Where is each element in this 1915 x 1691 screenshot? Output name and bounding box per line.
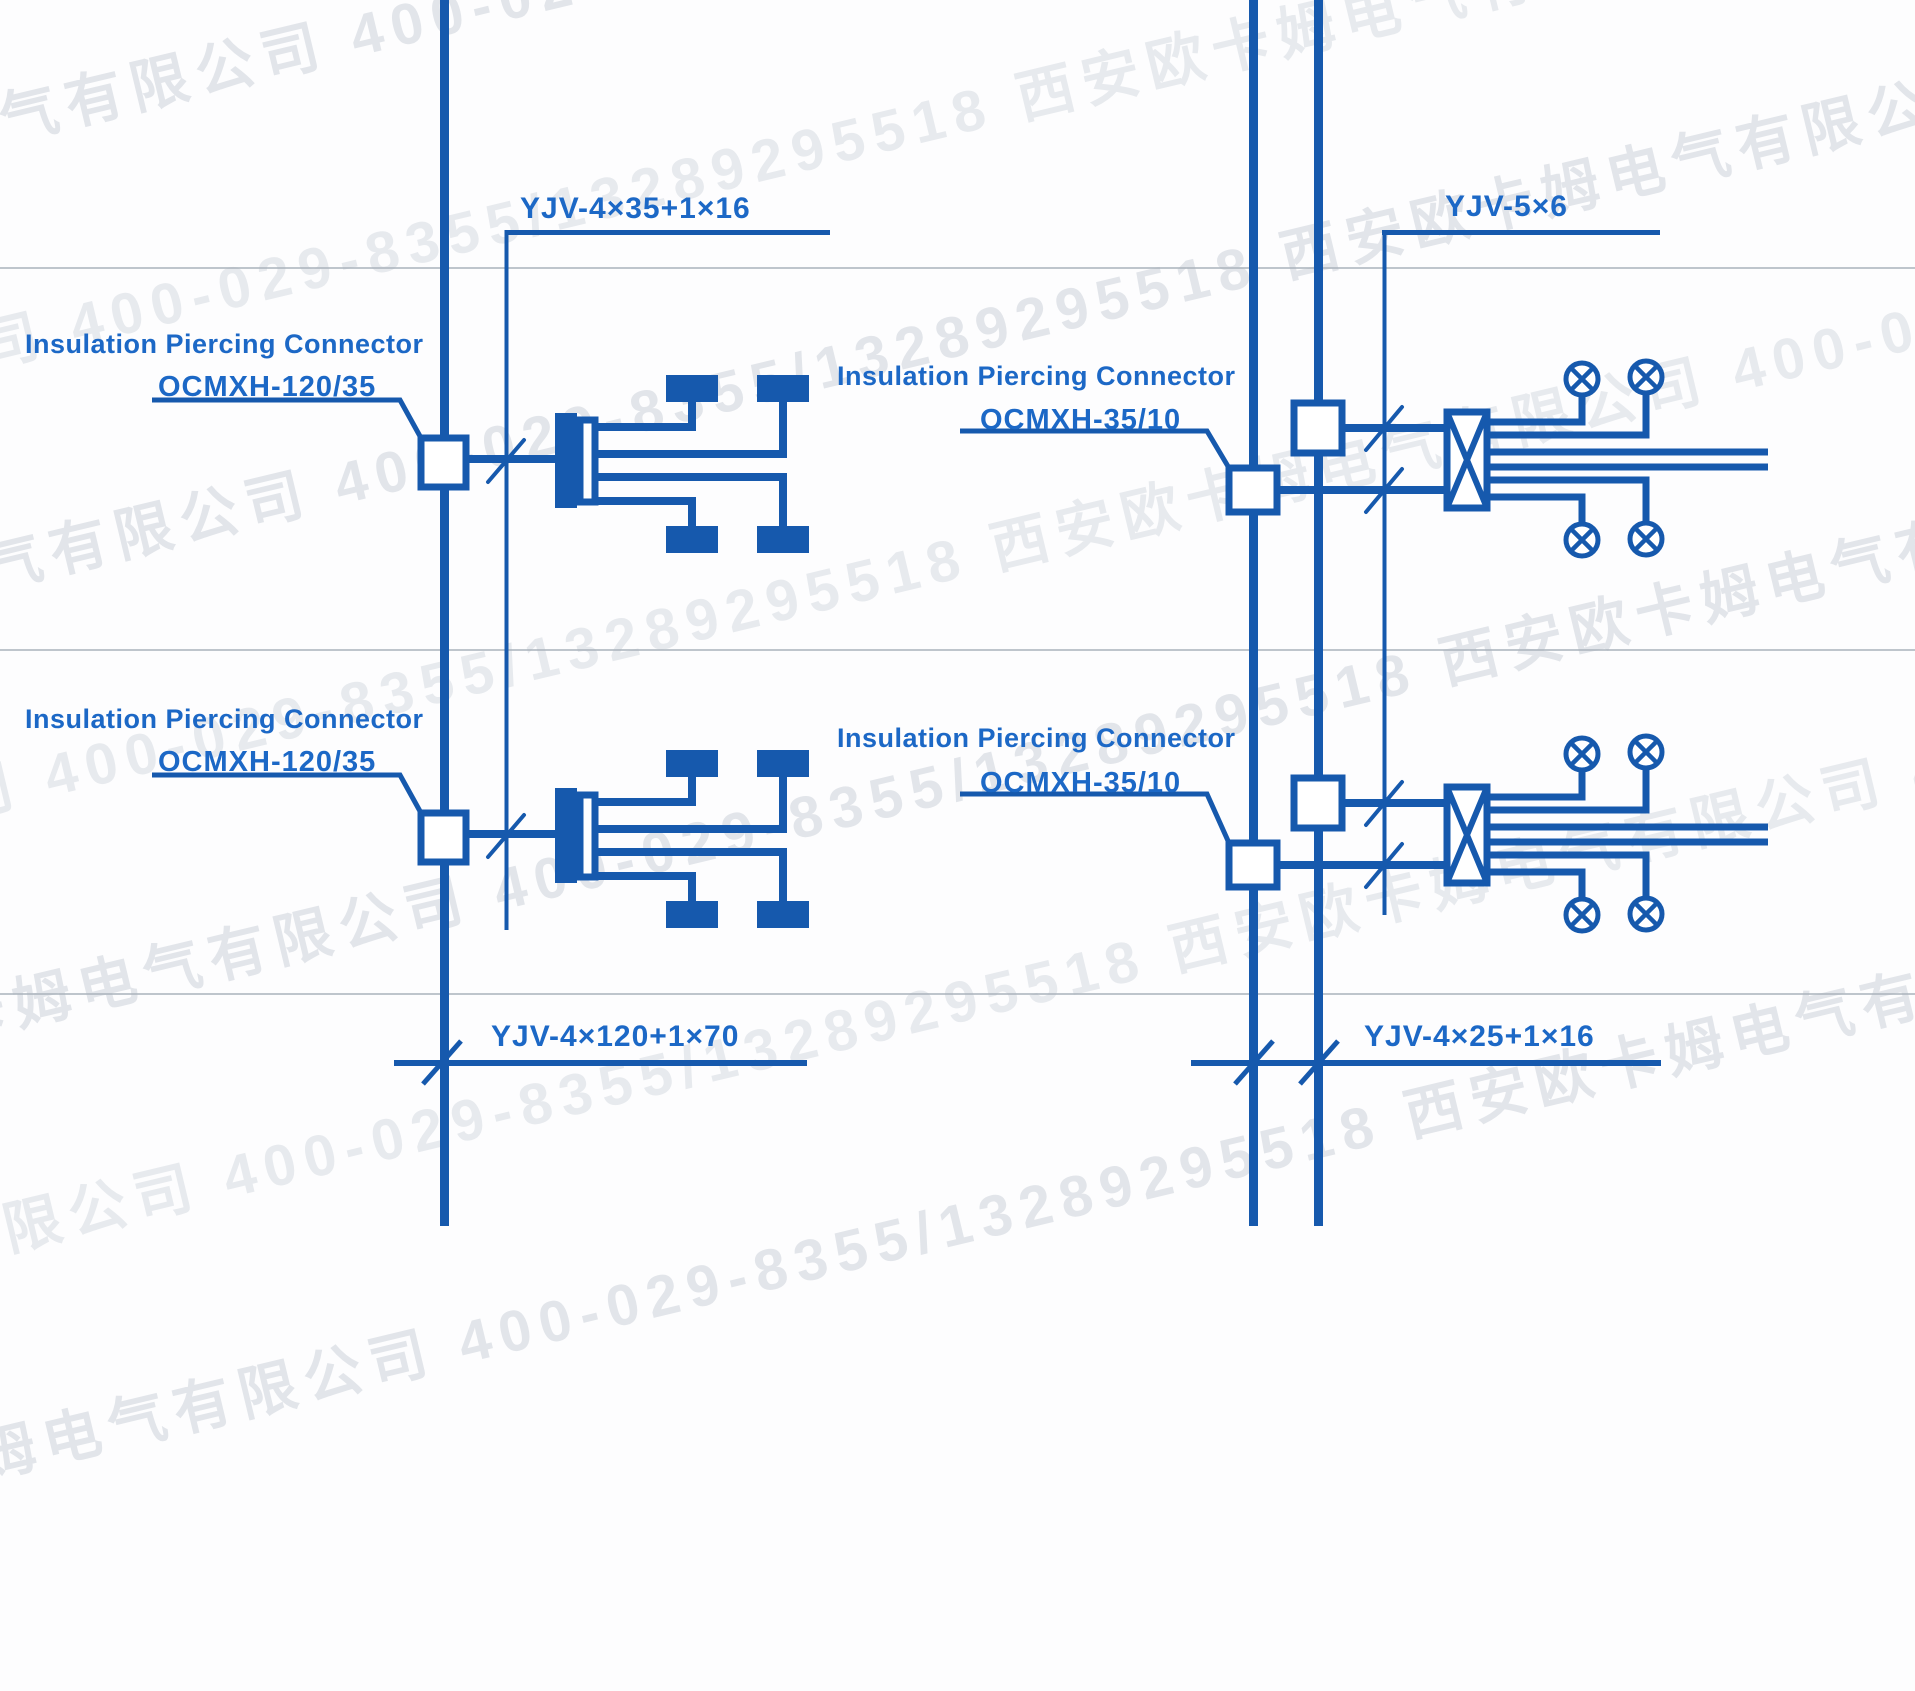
wiring-diagram: YJV-4×35+1×16 YJV-5×6 YJV-4×120+1×70 YJV… bbox=[0, 0, 1915, 1226]
ipc-square-left-1 bbox=[417, 434, 470, 491]
cable-label-top-left: YJV-4×35+1×16 bbox=[520, 192, 751, 225]
cable-label-top-right: YJV-5×6 bbox=[1445, 190, 1568, 223]
feeder-device-left-bottom bbox=[555, 750, 809, 928]
ipc-title-mid-2: Insulation Piercing Connector bbox=[837, 723, 1236, 753]
callout-leader-left-1 bbox=[152, 397, 424, 440]
ipc-square-busb-2 bbox=[1290, 774, 1346, 832]
slash-tick bbox=[1298, 1039, 1340, 1086]
ipc-model-left-1: OCMXH-120/35 bbox=[158, 371, 376, 403]
bottom-cable-lines bbox=[394, 1039, 1661, 1086]
slash-tick bbox=[421, 1039, 463, 1086]
callout-leader-left-2 bbox=[152, 772, 424, 815]
ipc-model-mid-2: OCMXH-35/10 bbox=[980, 767, 1181, 799]
slash-tick bbox=[486, 438, 526, 484]
ipc-squares bbox=[417, 399, 1346, 891]
ipc-title-left-1: Insulation Piercing Connector bbox=[25, 329, 424, 359]
slash-tick bbox=[1364, 467, 1404, 514]
slash-tick bbox=[1364, 780, 1404, 827]
ipc-square-busb-1 bbox=[1290, 399, 1346, 457]
ipc-square-busa-1 bbox=[1225, 464, 1281, 516]
ipc-title-mid-1: Insulation Piercing Connector bbox=[837, 361, 1236, 391]
cable-label-bottom-right: YJV-4×25+1×16 bbox=[1364, 1020, 1595, 1053]
ipc-square-busa-2 bbox=[1225, 839, 1281, 891]
callout-leader-mid-1 bbox=[960, 428, 1232, 470]
tap-lines bbox=[466, 424, 1449, 869]
slash-tick bbox=[1233, 1039, 1275, 1086]
feeder-device-left-top bbox=[555, 375, 809, 553]
ipc-title-left-2: Insulation Piercing Connector bbox=[25, 704, 424, 734]
cable-label-bottom-left: YJV-4×120+1×70 bbox=[491, 1020, 739, 1053]
ipc-model-left-2: OCMXH-120/35 bbox=[158, 746, 376, 778]
feeder-device-right-top bbox=[1447, 361, 1768, 556]
callout-leaders bbox=[152, 397, 1232, 845]
slash-tick bbox=[486, 813, 526, 859]
feeder-device-right-bottom bbox=[1447, 736, 1768, 931]
slash-tick bbox=[1364, 405, 1404, 452]
bus-lines bbox=[440, 0, 1323, 1226]
ipc-square-left-2 bbox=[417, 809, 470, 866]
tap-slash-ticks bbox=[486, 405, 1404, 889]
ipc-model-mid-1: OCMXH-35/10 bbox=[980, 404, 1181, 436]
callout-leader-mid-2 bbox=[960, 791, 1232, 845]
slash-tick bbox=[1364, 842, 1404, 889]
sheet-grid-lines bbox=[0, 267, 1915, 995]
